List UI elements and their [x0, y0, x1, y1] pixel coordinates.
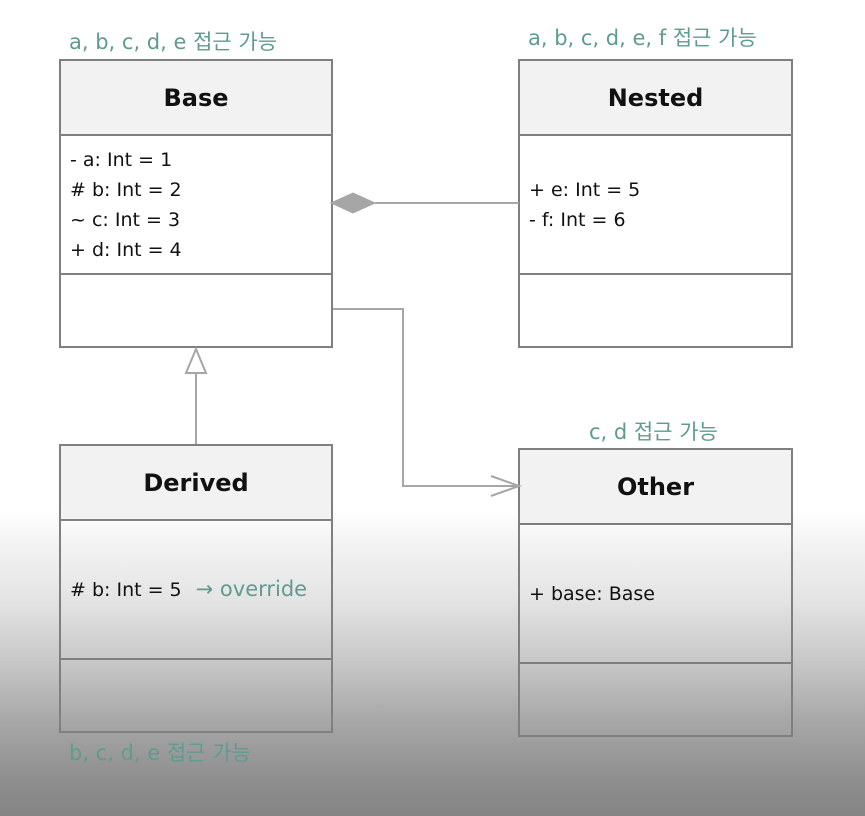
- override-note: → override: [195, 577, 308, 601]
- attribute-base: + base: Base: [529, 582, 655, 605]
- derived-access-note: b, c, d, e 접근 가능: [69, 741, 251, 765]
- class-derived-attributes: # b: Int = 5 → override: [61, 521, 331, 660]
- class-nested-name: Nested: [520, 61, 791, 136]
- attribute-b-text: # b: Int = 5: [70, 579, 182, 601]
- class-nested[interactable]: Nested + e: Int = 5 - f: Int = 6: [518, 59, 793, 348]
- attribute-d: + d: Int = 4: [70, 238, 182, 261]
- attribute-c: ~ c: Int = 3: [70, 208, 181, 231]
- other-access-note: c, d 접근 가능: [589, 420, 718, 444]
- base-access-note: a, b, c, d, e 접근 가능: [69, 30, 278, 54]
- attribute-e: + e: Int = 5: [529, 178, 641, 201]
- class-base-attributes: - a: Int = 1 # b: Int = 2 ~ c: Int = 3 +…: [61, 136, 331, 275]
- composition-diamond: [329, 192, 377, 214]
- association-line: [333, 308, 517, 487]
- inheritance-arrowhead: [184, 346, 208, 374]
- attribute-a: - a: Int = 1: [70, 148, 173, 171]
- attribute-b: # b: Int = 2: [70, 178, 182, 201]
- class-other[interactable]: Other + base: Base: [518, 448, 793, 737]
- attribute-b-override: # b: Int = 5 → override: [70, 574, 331, 605]
- class-other-name: Other: [520, 450, 791, 525]
- class-nested-attributes: + e: Int = 5 - f: Int = 6: [520, 136, 791, 275]
- class-other-attributes: + base: Base: [520, 525, 791, 664]
- association-arrowhead: [490, 475, 522, 497]
- class-derived-name: Derived: [61, 446, 331, 521]
- attribute-f: - f: Int = 6: [529, 208, 626, 231]
- class-base-name: Base: [61, 61, 331, 136]
- nested-access-note: a, b, c, d, e, f 접근 가능: [528, 26, 757, 50]
- class-derived[interactable]: Derived # b: Int = 5 → override: [59, 444, 333, 733]
